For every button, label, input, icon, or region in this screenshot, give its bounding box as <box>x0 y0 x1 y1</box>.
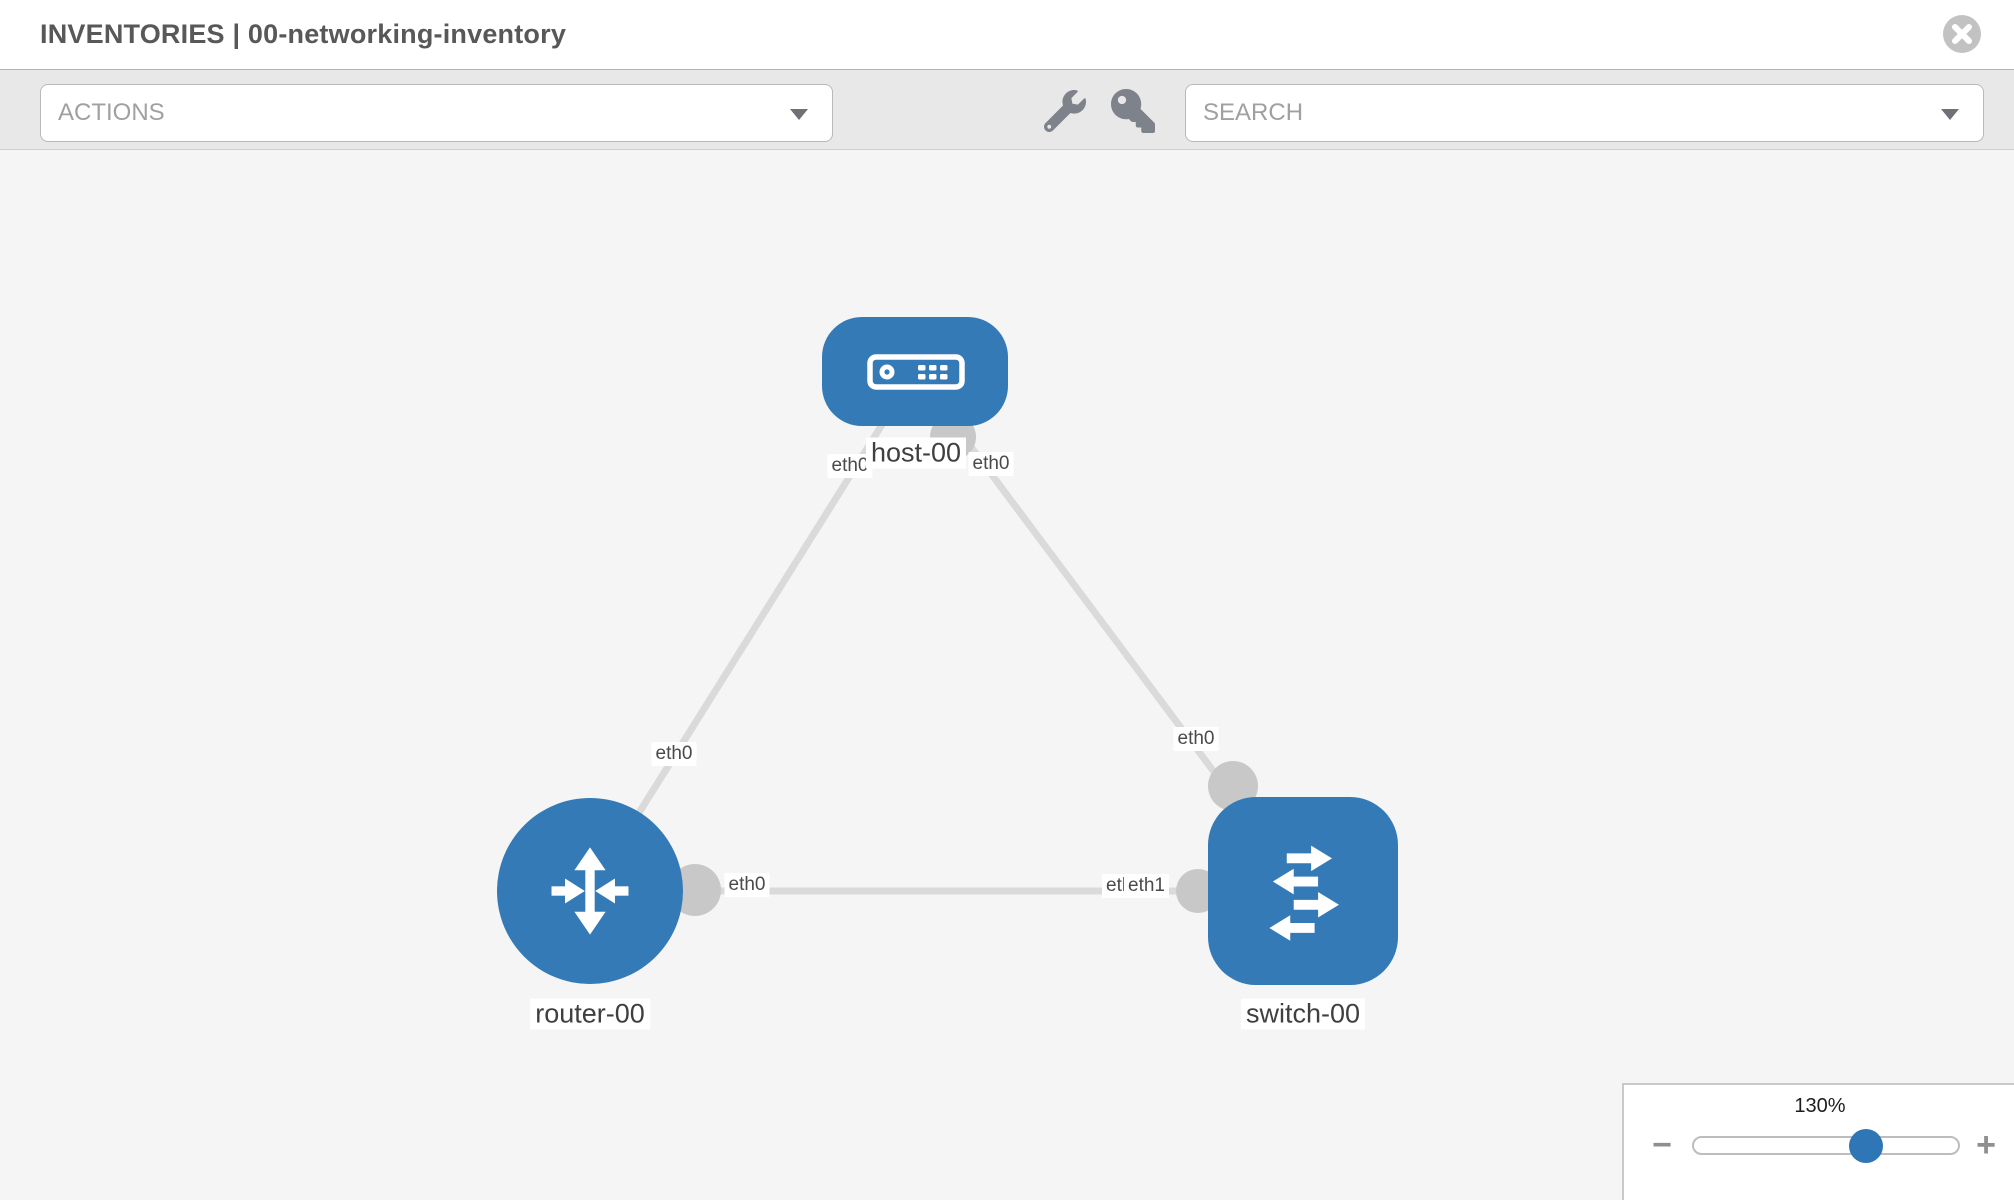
switch-icon <box>1269 845 1339 941</box>
node-label-host: host-00 <box>865 437 967 469</box>
iface-label: eth0 <box>1173 727 1219 751</box>
zoom-out-button[interactable]: − <box>1642 1125 1682 1165</box>
header: INVENTORIES | 00-networking-inventory <box>0 0 2014 70</box>
node-host-00[interactable] <box>822 317 1008 426</box>
credentials-button[interactable] <box>1109 88 1157 136</box>
zoom-slider-track[interactable] <box>1692 1129 1960 1163</box>
iface-label: eth0 <box>651 742 697 766</box>
close-button[interactable] <box>1943 15 1981 53</box>
search-dropdown[interactable]: SEARCH <box>1185 84 1984 142</box>
tools-button[interactable] <box>1041 88 1089 136</box>
key-icon <box>1111 88 1155 133</box>
node-label-router: router-00 <box>530 998 650 1030</box>
zoom-panel: 130% − + <box>1622 1083 2014 1200</box>
search-dropdown-label: SEARCH <box>1203 99 1304 126</box>
node-label-switch: switch-00 <box>1240 998 1366 1030</box>
close-icon <box>1943 15 1981 53</box>
page-title: INVENTORIES | 00-networking-inventory <box>40 19 567 49</box>
zoom-in-button[interactable]: + <box>1966 1125 2006 1165</box>
toolbar: ACTIONS SEARCH <box>0 70 2014 150</box>
topology-canvas[interactable]: host-00 router-00 switch-00 eth0 eth0 et… <box>0 150 2014 1200</box>
host-icon <box>867 354 965 390</box>
node-router-00[interactable] <box>497 798 683 984</box>
iface-label: eth1 <box>1124 874 1169 898</box>
router-icon <box>551 847 629 935</box>
zoom-slider-thumb[interactable] <box>1849 1129 1883 1163</box>
wrench-icon <box>1043 89 1086 132</box>
interface-dots <box>669 414 1258 916</box>
chevron-down-icon <box>1941 109 1959 120</box>
iface-label: eth0 <box>724 873 770 897</box>
chevron-down-icon <box>790 109 808 120</box>
actions-dropdown[interactable]: ACTIONS <box>40 84 833 142</box>
iface-label: eth0 <box>827 454 873 478</box>
zoom-level: 130% <box>1794 1095 1846 1117</box>
iface-label: eth0 <box>968 452 1014 476</box>
actions-dropdown-label: ACTIONS <box>58 99 165 126</box>
node-switch-00[interactable] <box>1208 797 1398 985</box>
